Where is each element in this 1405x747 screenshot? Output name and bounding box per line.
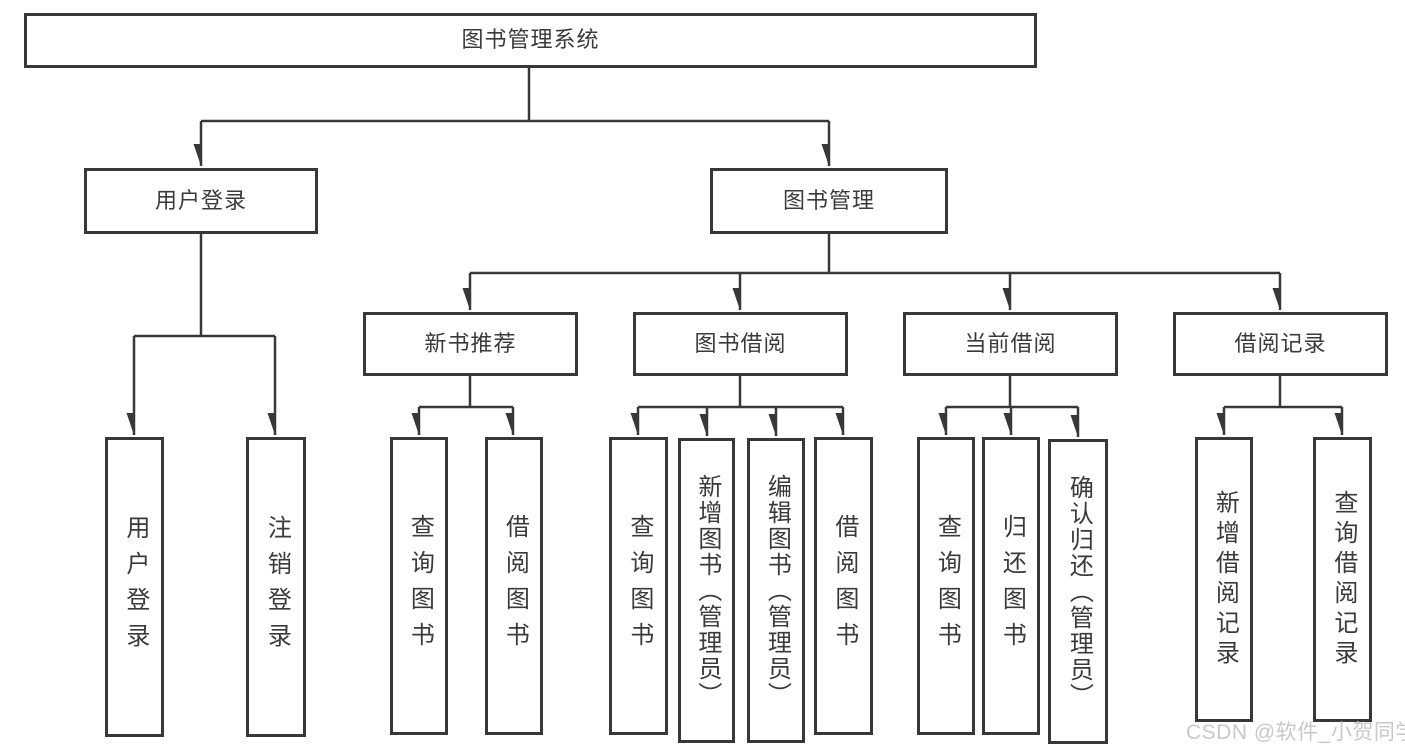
node-leaf-user-login: 用户登录 (105, 437, 164, 737)
node-root-system: 图书管理系统 (24, 13, 1037, 68)
csdn-watermark: CSDN @软件_小贺同学 (1186, 721, 1405, 744)
node-user-login: 用户登录 (84, 168, 318, 234)
node-book-management: 图书管理 (710, 168, 948, 234)
node-leaf-logout: 注销登录 (246, 437, 306, 737)
node-leaf-add-book-admin: 新增图书（管理员） (678, 438, 735, 743)
node-leaf-add-borrow-record: 新增借阅记录 (1195, 437, 1253, 722)
node-current-borrow: 当前借阅 (903, 312, 1118, 376)
node-leaf-query-borrow-record: 查询借阅记录 (1313, 437, 1372, 722)
node-leaf-borrow-book-recommend: 借阅图书 (485, 437, 543, 735)
node-leaf-return-book: 归还图书 (982, 437, 1040, 735)
node-leaf-edit-book-admin: 编辑图书（管理员） (747, 438, 805, 743)
node-leaf-query-book-borrow: 查询图书 (609, 437, 668, 735)
node-leaf-query-book-recommend: 查询图书 (390, 437, 448, 735)
node-leaf-query-book-current: 查询图书 (917, 437, 975, 735)
node-book-borrow: 图书借阅 (633, 312, 848, 376)
node-new-book-recommend: 新书推荐 (363, 312, 578, 376)
node-leaf-borrow-book: 借阅图书 (814, 437, 873, 735)
node-borrow-records: 借阅记录 (1173, 312, 1388, 376)
node-leaf-confirm-return-admin: 确认归还（管理员） (1048, 439, 1108, 744)
